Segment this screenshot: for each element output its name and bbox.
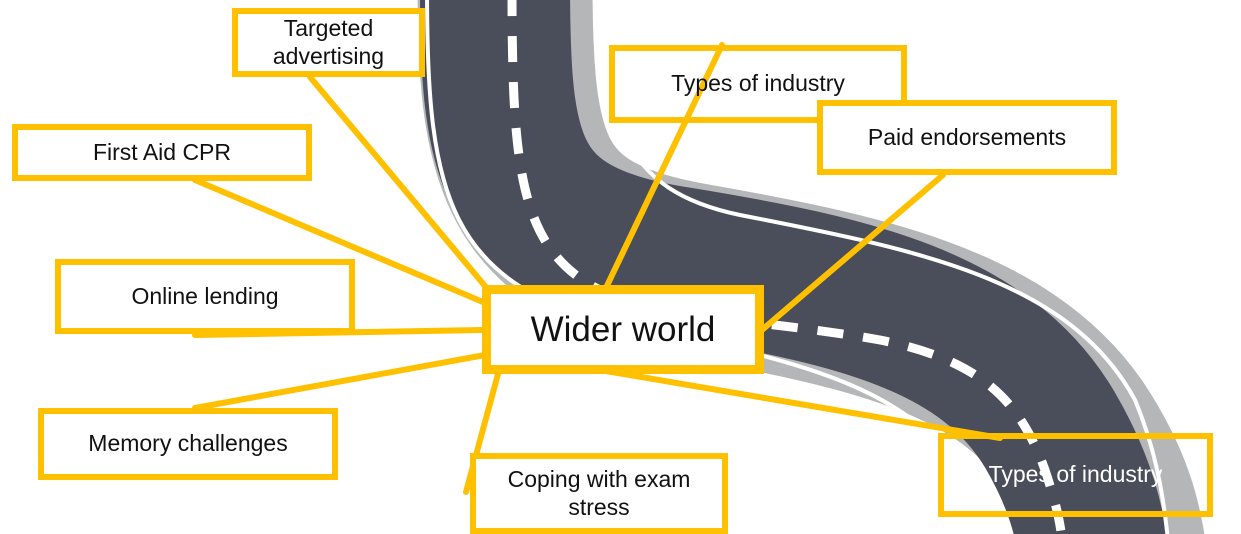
connector-types-of-industry-top xyxy=(601,42,725,295)
connector-memory-challenges xyxy=(192,352,488,411)
node-label: Online lending xyxy=(131,282,279,309)
node-label: Paid endorsements xyxy=(867,123,1067,150)
node-first-aid-cpr: First Aid CPR xyxy=(12,124,312,181)
node-memory-challenges: Memory challenges xyxy=(38,408,338,480)
road xyxy=(420,0,1167,534)
node-label: Types of industry xyxy=(988,461,1163,488)
connector-paid-endorsements xyxy=(759,172,946,333)
node-label: Targeted advertising xyxy=(272,14,385,69)
node-label: Coping with exam stress xyxy=(507,465,691,520)
node-label: First Aid CPR xyxy=(92,138,232,165)
node-label: Types of industry xyxy=(671,70,845,97)
road-edge-line-right xyxy=(603,0,1170,534)
road-center-dashes xyxy=(507,0,1066,534)
node-online-lending: Online lending xyxy=(55,259,355,334)
connector-targeted-advertising xyxy=(307,74,493,295)
node-paid-endorsements: Paid endorsements xyxy=(817,100,1117,175)
node-types-of-industry-top: Types of industry xyxy=(609,45,907,123)
connector-first-aid-cpr xyxy=(192,177,493,308)
connector-types-of-industry-bottom xyxy=(597,367,1003,441)
node-label: Memory challenges xyxy=(88,430,288,457)
central-topic-label: Wider world xyxy=(530,309,716,349)
node-types-of-industry-bottom: Types of industry xyxy=(938,433,1213,517)
node-coping-with-exam-stress: Coping with exam stress xyxy=(470,453,728,534)
central-topic: Wider world xyxy=(482,285,764,374)
node-targeted-advertising: Targeted advertising xyxy=(232,8,425,77)
